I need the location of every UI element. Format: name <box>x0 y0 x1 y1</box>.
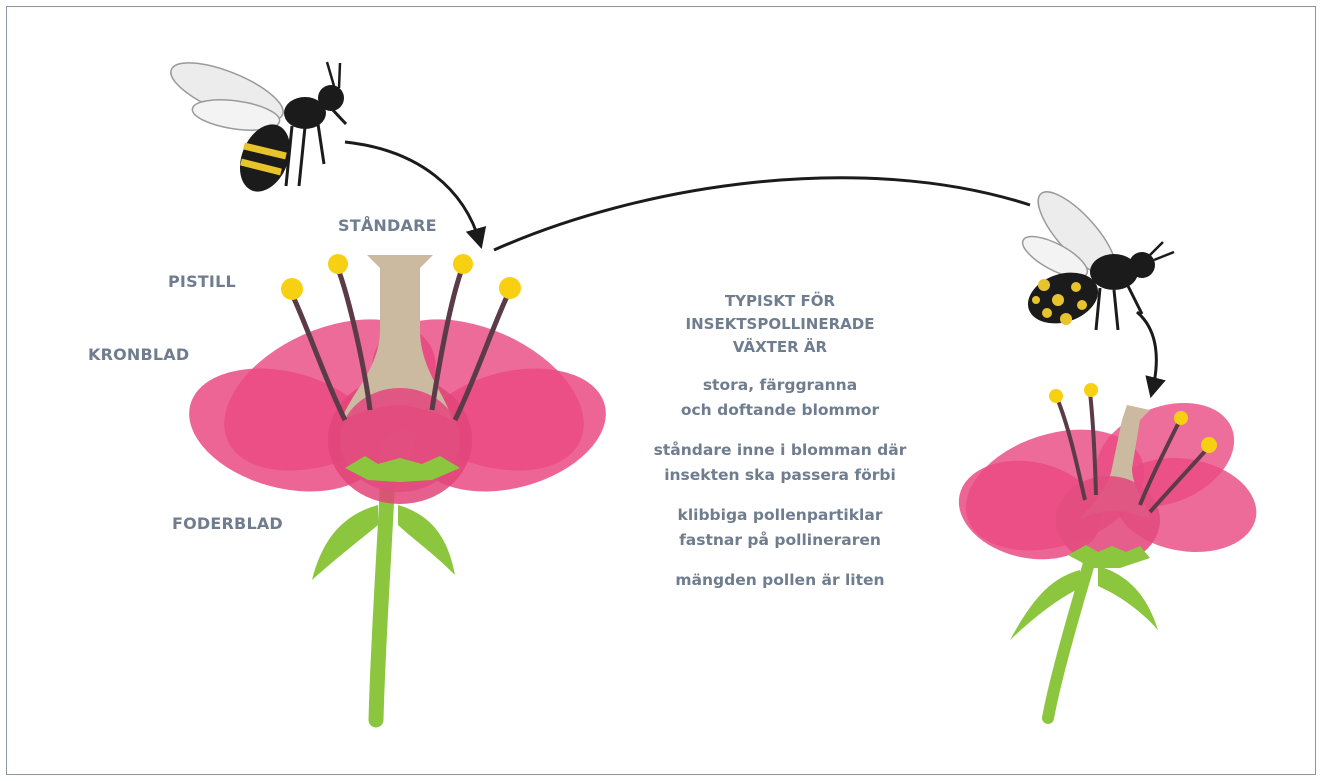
info-heading: TYPISKT FÖR INSEKTSPOLLINERADE VÄXTER ÄR <box>620 290 940 359</box>
info-item: klibbiga pollenpartiklar fastnar på poll… <box>620 503 940 553</box>
bee-icon-left <box>164 51 346 199</box>
info-item: mängden pollen är liten <box>620 568 940 593</box>
info-panel: TYPISKT FÖR INSEKTSPOLLINERADE VÄXTER ÄR… <box>620 290 940 608</box>
bee-icon-right <box>1017 181 1174 332</box>
leaf <box>1098 566 1158 630</box>
label-pistill: PISTILL <box>168 272 236 291</box>
arrow-flower-to-bee-icon <box>494 178 1030 250</box>
leaf <box>398 505 455 575</box>
leaf <box>312 505 378 580</box>
label-standare: STÅNDARE <box>338 216 437 235</box>
info-item: stora, färggranna och doftande blommor <box>620 373 940 423</box>
label-foderblad: FODERBLAD <box>172 514 283 533</box>
info-item: ståndare inne i blomman där insekten ska… <box>620 438 940 488</box>
arrow-bee-to-second-flower-icon <box>1137 312 1156 392</box>
label-kronblad: KRONBLAD <box>88 345 189 364</box>
flower-icon-left <box>175 254 619 720</box>
flower-icon-right <box>950 383 1264 718</box>
